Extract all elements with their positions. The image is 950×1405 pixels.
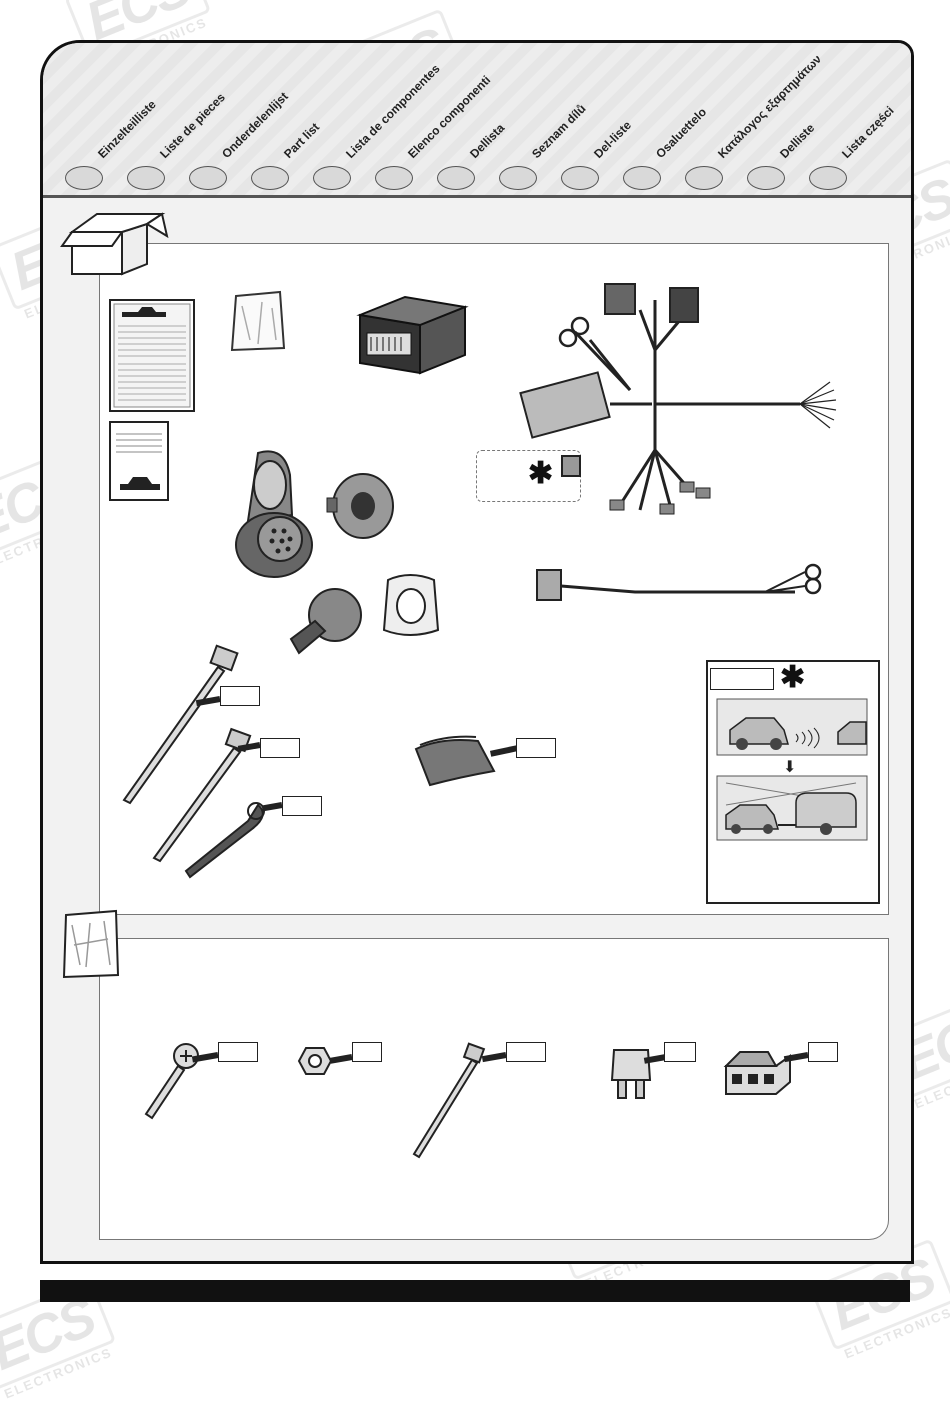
plastic-bag-icon — [62, 909, 120, 979]
lang-bullet — [809, 166, 847, 190]
cable-clip-icon — [184, 802, 265, 879]
lang-bullet — [313, 166, 351, 190]
open-box-icon — [60, 212, 169, 276]
socket-cap-icon — [326, 473, 394, 539]
lang-bullet — [437, 166, 475, 190]
down-arrow-icon: ⬇ — [783, 759, 797, 776]
control-module-icon — [356, 295, 469, 375]
optional-connector-icon — [561, 455, 581, 477]
wiring-harness-icon — [519, 283, 837, 515]
optional-marker-asterisk: ✱ — [780, 661, 806, 694]
lang-bullet — [685, 166, 723, 190]
ground-cable-icon — [536, 563, 822, 601]
part-number-box — [260, 738, 300, 758]
part-number-box — [220, 686, 260, 706]
part-number-box — [808, 1042, 838, 1062]
lang-bullet — [251, 166, 289, 190]
lang-bullet — [189, 166, 227, 190]
fuse-icon — [610, 1049, 652, 1099]
nut-icon — [297, 1047, 333, 1075]
lang-bullet — [623, 166, 661, 190]
lang-bullet — [65, 166, 103, 190]
footer-bar — [40, 1280, 910, 1302]
lang-bullet — [747, 166, 785, 190]
small-bag-icon — [230, 290, 286, 352]
part-number-box — [506, 1042, 546, 1062]
lang-bullet — [499, 166, 537, 190]
lang-bullet — [127, 166, 165, 190]
cable-tie-bag-icon — [412, 1042, 486, 1159]
parking-sensor-icon — [716, 698, 868, 756]
trailer-socket-icon — [235, 450, 313, 578]
header-divider — [43, 195, 911, 198]
optional-marker-asterisk: ✱ — [528, 457, 554, 490]
adhesive-foam-icon — [414, 735, 496, 787]
part-number-box — [352, 1042, 382, 1062]
instruction-manual-icon — [109, 299, 195, 412]
lang-bullet — [375, 166, 413, 190]
part-number-box — [516, 738, 556, 758]
lang-bullet — [561, 166, 599, 190]
part-number-box — [282, 796, 322, 816]
wire-connector-icon — [723, 1051, 791, 1095]
cable-grommet-icon — [289, 588, 362, 655]
vehicle-list-icon — [109, 421, 169, 501]
part-number-box — [664, 1042, 696, 1062]
trailer-attached-icon — [716, 775, 868, 841]
socket-gasket-icon — [382, 574, 440, 636]
optional-label-box — [710, 668, 774, 690]
part-number-box — [218, 1042, 258, 1062]
screw-icon — [144, 1043, 199, 1120]
